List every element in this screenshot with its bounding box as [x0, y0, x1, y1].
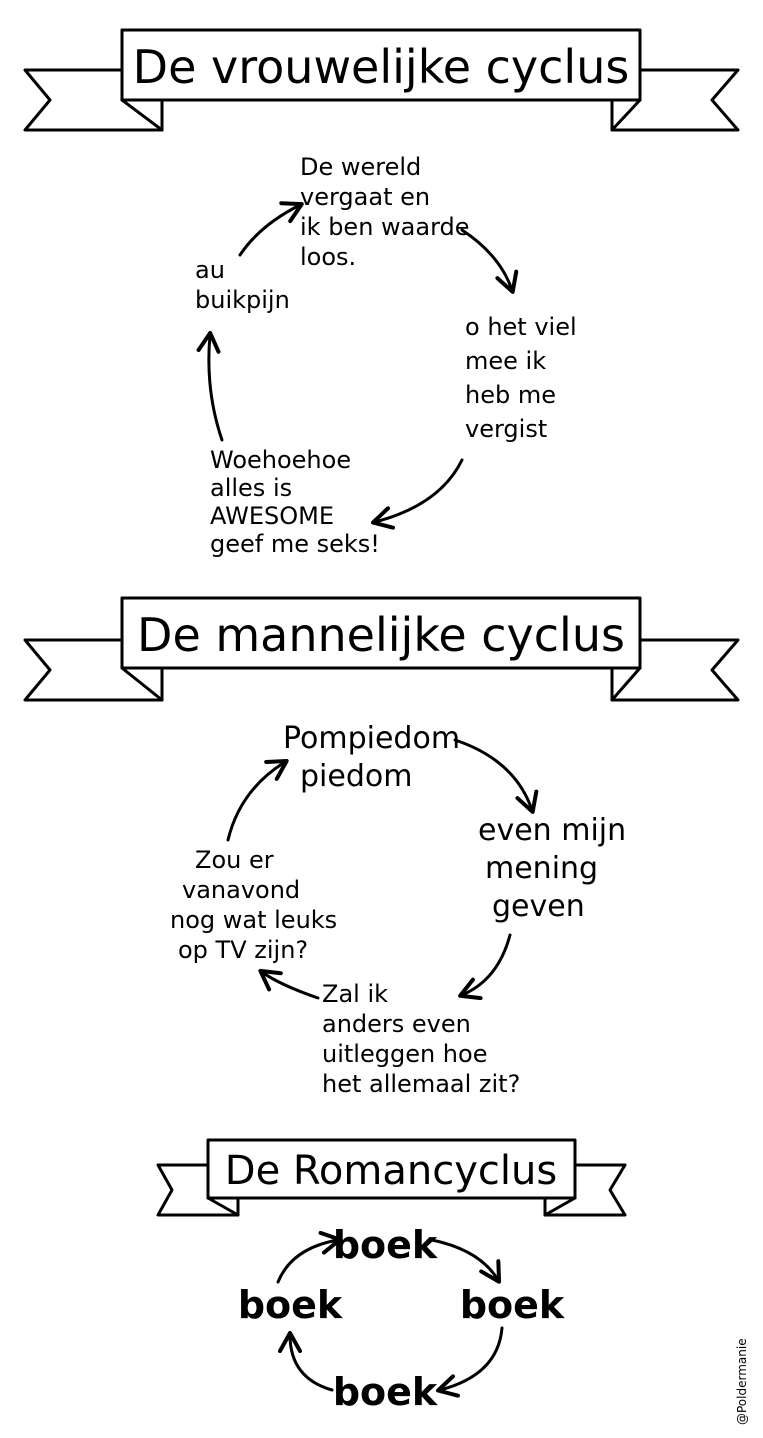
- cycle-3-node-3: boek: [333, 1370, 438, 1414]
- banner-romancyclus: De Romancyclus: [156, 1138, 627, 1217]
- cycle-2-arrow-4: [226, 758, 289, 842]
- artist-credit: @Poldermanie: [735, 1338, 749, 1425]
- cycle-3-title: De Romancyclus: [225, 1148, 557, 1194]
- cycle-3-node-2: boek: [460, 1283, 565, 1327]
- banner-mannelijke-cyclus: De mannelijke cyclus: [23, 596, 740, 702]
- cycle-2-arrow-3: [258, 968, 320, 1000]
- cycle-2-arrow-2: [458, 933, 512, 1001]
- cycle-3-node-4: boek: [238, 1283, 343, 1327]
- banner-vrouwelijke-cyclus: De vrouwelijke cyclus: [23, 28, 740, 132]
- cycle-1-arrow-4: [238, 201, 304, 257]
- cycle-1-arrow-1: [460, 228, 519, 294]
- cycle-2-title: De mannelijke cyclus: [137, 608, 625, 662]
- cycle-1-title: De vrouwelijke cyclus: [133, 40, 630, 94]
- cycle-1-arrow-3: [196, 331, 224, 442]
- cycle-3-arrow-4: [276, 1230, 342, 1284]
- cycle-2-arrow-1: [453, 738, 539, 814]
- cycle-3-arrow-2: [436, 1326, 504, 1398]
- cycle-1-arrow-2: [371, 458, 464, 530]
- cycle-3-node-1: boek: [333, 1223, 438, 1267]
- cycle-3-arrow-1: [430, 1238, 502, 1284]
- cycle-3-arrow-3: [278, 1331, 334, 1392]
